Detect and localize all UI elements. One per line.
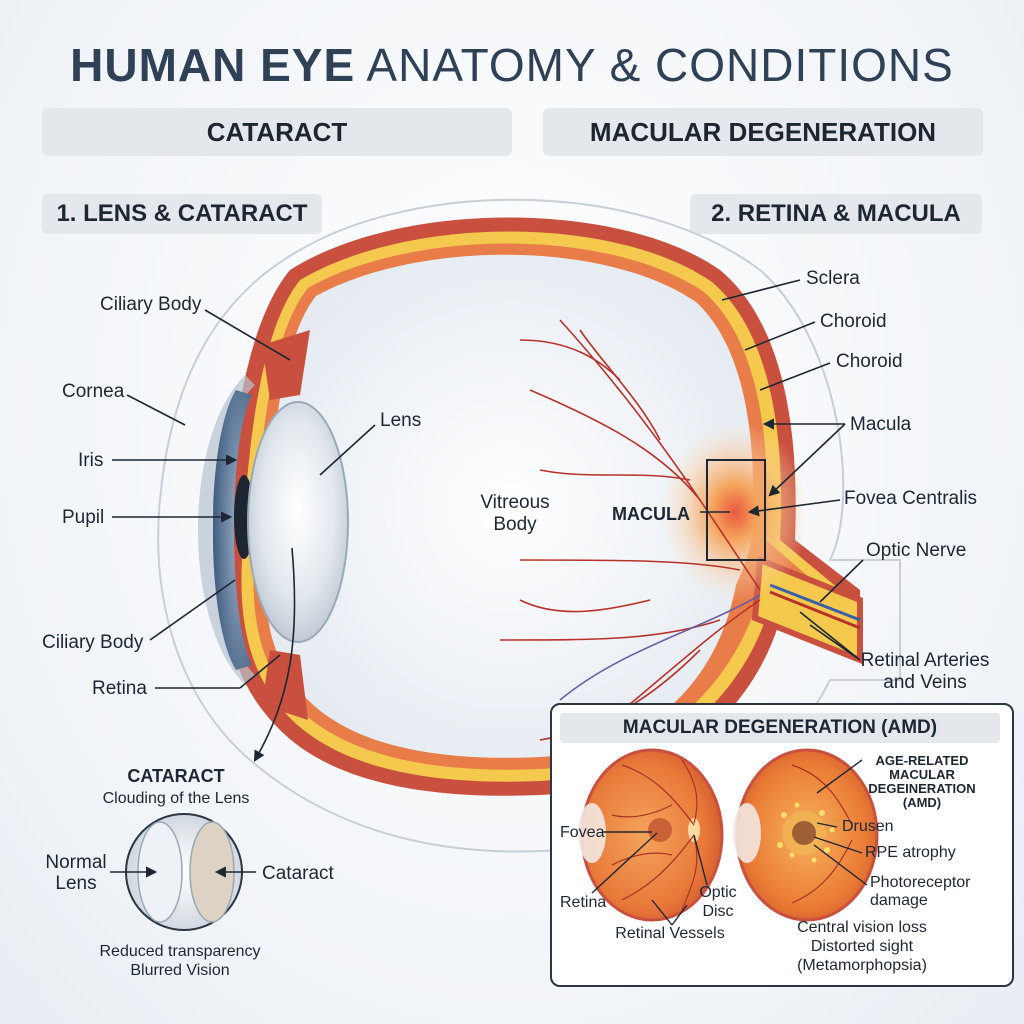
drusen-dots <box>777 802 835 863</box>
label-photoreceptor-2: damage <box>870 892 928 909</box>
page-title: HUMAN EYE ANATOMY & CONDITIONS <box>0 38 1024 92</box>
label-effect-3: (Metamorphopsia) <box>797 957 927 974</box>
label-retina: Retina <box>92 678 147 699</box>
cataract-heading: CATARACT <box>127 766 224 786</box>
label-macula: Macula <box>850 414 912 435</box>
label-iris: Iris <box>78 450 103 471</box>
label-lens: Lens <box>380 410 421 431</box>
optic-disc <box>688 818 700 842</box>
label-rpe-atrophy: RPE atrophy <box>865 844 956 861</box>
label-sclera: Sclera <box>806 268 860 289</box>
banner-cataract: CATARACT <box>42 108 512 156</box>
label-optic-nerve: Optic Nerve <box>866 540 966 561</box>
atrophy-spot <box>792 821 816 845</box>
retinal-vein-nerve <box>769 583 861 622</box>
section-retina-macula: 2. RETINA & MACULA <box>690 194 982 234</box>
label-cornea: Cornea <box>62 381 125 402</box>
label-retinal-arteries: Retinal Arteries <box>861 650 990 671</box>
label-age-1: AGE-RELATED <box>876 753 969 768</box>
label-normal-1: Normal <box>45 852 106 873</box>
label-effect-1: Central vision loss <box>797 919 927 936</box>
label-photoreceptor-1: Photoreceptor <box>870 874 971 891</box>
title-light: ANATOMY & CONDITIONS <box>366 39 954 91</box>
ciliary-body-top <box>262 330 310 400</box>
label-retinal-vessels: Retinal Vessels <box>615 925 724 942</box>
banner-macular-degeneration: MACULAR DEGENERATION <box>543 108 983 156</box>
cataract-note-1: Reduced transparency <box>100 943 261 960</box>
label-ciliary-body-top: Ciliary Body <box>100 294 202 315</box>
label-pupil: Pupil <box>62 507 104 528</box>
label-cataract: Cataract <box>262 863 335 884</box>
label-macula-center: MACULA <box>612 504 690 524</box>
label-age-4: (AMD) <box>903 795 941 810</box>
label-age-3: DEGEINERATION <box>868 781 975 796</box>
label-amd-fovea: Fovea <box>560 824 605 841</box>
cataract-subheading: Clouding of the Lens <box>103 790 250 807</box>
section-lens-cataract: 1. LENS & CATARACT <box>42 194 322 234</box>
cataract-note-2: Blurred Vision <box>130 962 229 979</box>
label-age-2: MACULAR <box>889 767 955 782</box>
retinal-artery-nerve <box>769 590 861 630</box>
amd-panel: MACULAR DEGENERATION (AMD) <box>550 703 1014 987</box>
label-drusen: Drusen <box>842 818 894 835</box>
label-ciliary-body-bottom: Ciliary Body <box>42 632 144 653</box>
label-effect-2: Distorted sight <box>811 938 914 955</box>
retinal-vessels <box>499 319 761 761</box>
title-bold: HUMAN EYE <box>70 39 356 91</box>
label-choroid-1: Choroid <box>820 311 887 332</box>
label-optic-2: Disc <box>702 903 733 920</box>
retinal-vein <box>559 594 761 701</box>
macula-glow <box>660 422 810 602</box>
label-and-veins: and Veins <box>883 672 966 693</box>
label-normal-2: Lens <box>55 873 96 894</box>
amd-diagram: Fovea Retina Optic Disc Retinal Vessels … <box>560 748 976 974</box>
label-vitreous-2: Body <box>493 514 537 535</box>
amd-title: MACULAR DEGENERATION (AMD) <box>560 713 1000 743</box>
label-amd-retina: Retina <box>560 894 606 911</box>
label-vitreous-1: Vitreous <box>480 492 549 513</box>
leader-lines <box>112 279 864 762</box>
label-optic-1: Optic <box>699 884 736 901</box>
vitreous-body <box>265 254 754 758</box>
label-fovea-centralis: Fovea Centralis <box>844 488 977 509</box>
lens-shape <box>247 401 349 643</box>
label-choroid-2: Choroid <box>836 351 903 372</box>
